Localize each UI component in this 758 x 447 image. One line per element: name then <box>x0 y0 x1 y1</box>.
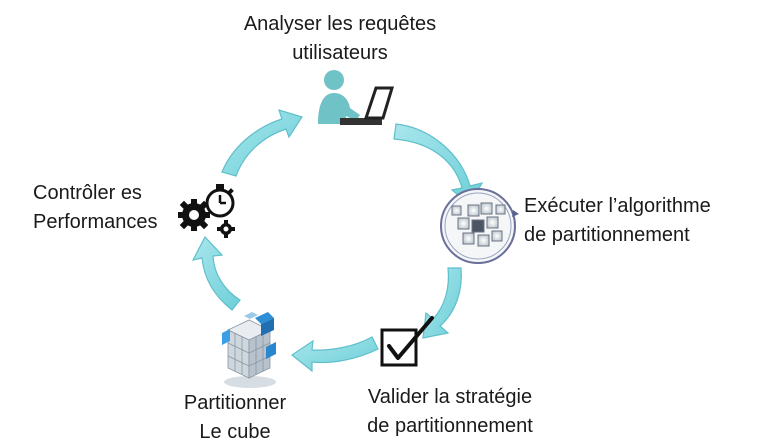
arrow-validate-to-partition <box>290 336 379 373</box>
arrow-control-to-analyse <box>221 109 303 177</box>
cube-grid-icon <box>440 188 519 264</box>
step-label-partition: Partitionner Le cube <box>183 392 287 443</box>
user-laptop-icon <box>318 70 395 125</box>
arrow-partition-to-control <box>191 235 241 311</box>
arrow-execute-to-validate <box>422 267 462 339</box>
cube-icon <box>222 312 276 388</box>
step-label-analyse: Analyser les requêtes utilisateurs <box>243 13 437 64</box>
gears-stopwatch-icon <box>178 184 235 238</box>
step-label-execute: Exécuter l’algorithme de partitionnement <box>524 195 711 246</box>
step-label-control: Contrôler es Performances <box>33 182 158 233</box>
step-label-validate: Valider la stratégie de partitionnement <box>367 386 533 437</box>
checkbox-icon <box>380 316 434 367</box>
